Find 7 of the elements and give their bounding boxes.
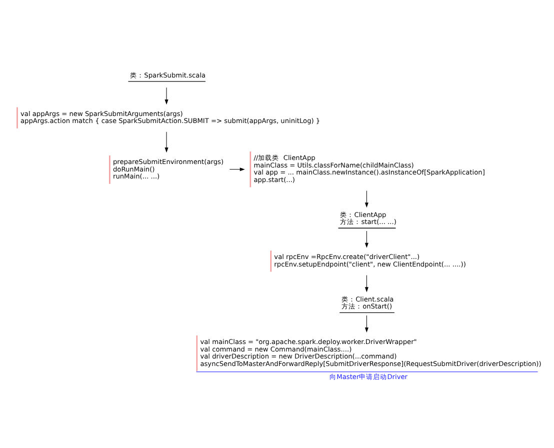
arrow — [229, 167, 245, 171]
arrow — [164, 86, 168, 104]
arrow — [364, 230, 368, 248]
arrow — [164, 131, 168, 152]
arrow — [364, 190, 368, 208]
arrow — [364, 274, 368, 292]
arrow — [364, 314, 368, 332]
